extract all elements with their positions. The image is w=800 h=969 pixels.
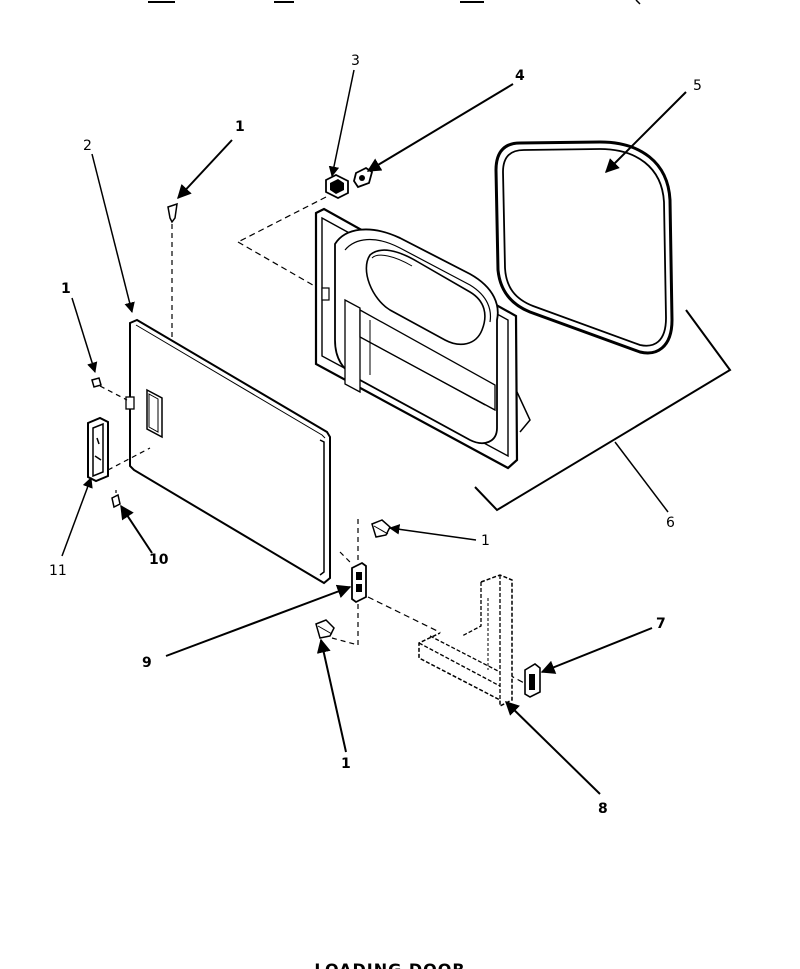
callout-1-right: 1 — [481, 533, 490, 549]
callout-3: 3 — [351, 53, 360, 69]
top-edge-marks — [148, 0, 641, 5]
latch-alignment-line — [107, 447, 151, 471]
callout-1-bottom: 1 — [341, 756, 351, 772]
door-gasket-part — [494, 140, 674, 355]
assembly-bracket-6 — [474, 309, 732, 513]
door-panel-part — [125, 318, 331, 585]
callout-1-top: 1 — [235, 119, 245, 135]
callout-5: 5 — [693, 78, 702, 94]
clip-part-4 — [353, 166, 374, 189]
callout-7: 7 — [656, 616, 666, 632]
diagram-caption: LOADING DOOR — [314, 960, 465, 969]
callout-4: 4 — [515, 68, 525, 84]
screw-part-1-left — [91, 377, 128, 401]
door-latch-part — [87, 416, 109, 483]
callout-8: 8 — [598, 801, 608, 817]
inner-door-frame-part — [314, 207, 531, 470]
lower-hinge-part — [351, 561, 367, 604]
callout-11: 11 — [49, 563, 67, 579]
callout-1-left: 1 — [61, 281, 71, 297]
screw-part-10 — [111, 490, 121, 509]
callout-6: 6 — [666, 515, 675, 531]
clip-part-7 — [524, 663, 541, 698]
callout-9: 9 — [142, 655, 152, 671]
hinge-bracket-part — [325, 173, 349, 200]
screw-part-1-top — [167, 202, 178, 338]
callout-2: 2 — [83, 138, 92, 154]
mounting-bracket-part — [418, 574, 513, 708]
callout-10: 10 — [149, 552, 169, 568]
callout-leaders — [61, 69, 687, 795]
screw-part-1-right — [371, 519, 391, 538]
hinge-alignment-line — [237, 196, 327, 243]
screw-part-1-bottom — [315, 619, 335, 639]
hinge-alignment-line-2 — [237, 241, 326, 293]
